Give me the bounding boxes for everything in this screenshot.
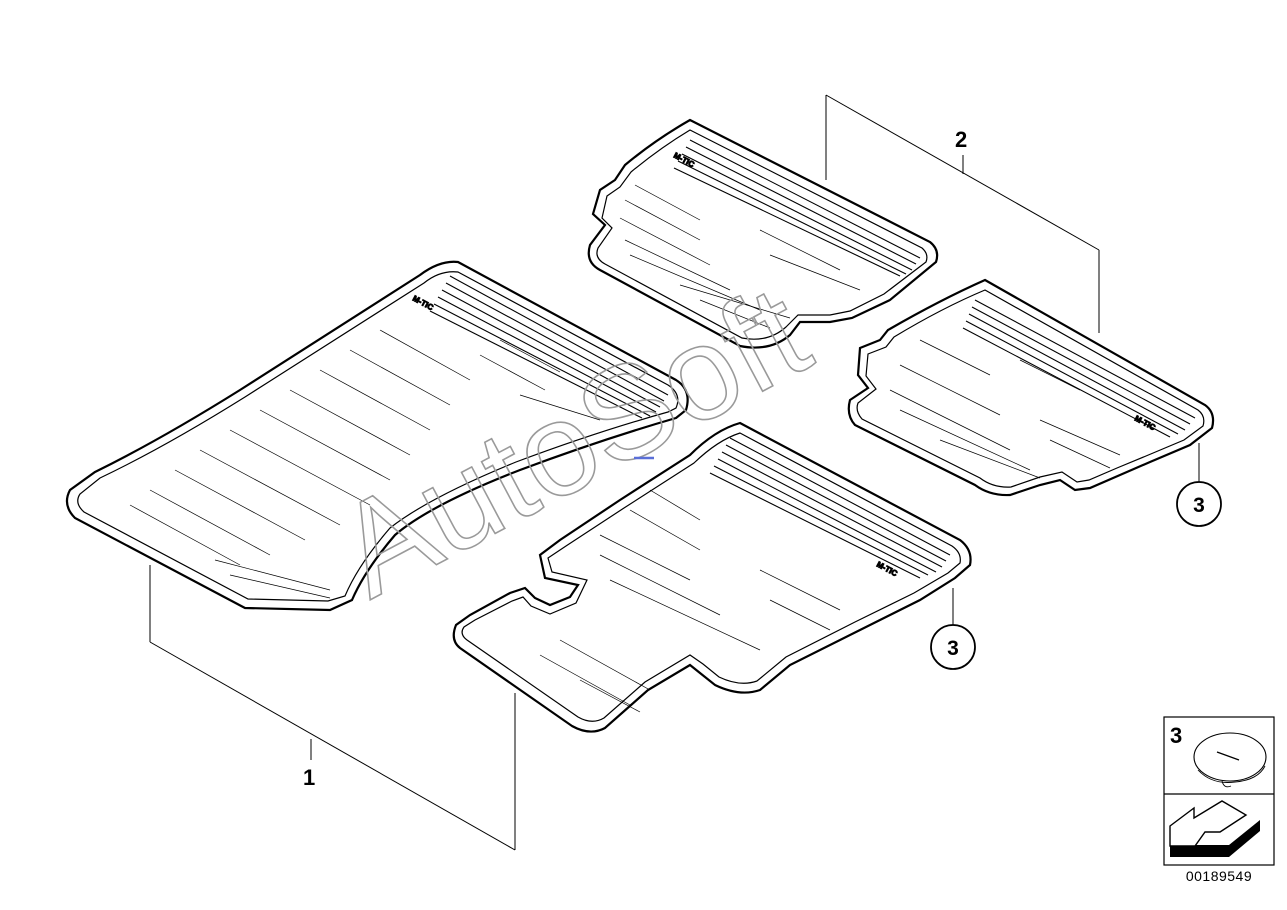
clip-part-icon bbox=[1193, 732, 1267, 788]
rear-left-mat: M-TIC bbox=[452, 421, 972, 733]
watermark-text: AutoSoft bbox=[314, 257, 830, 625]
callout-clip-a-label: 3 bbox=[1193, 494, 1205, 517]
legend-clip-number: 3 bbox=[1170, 723, 1182, 748]
diagram-number: 00189549 bbox=[1185, 868, 1253, 884]
callout-clip-badge-b[interactable]: 3 bbox=[930, 624, 976, 670]
mat-brand-label-front-left: M-TIC bbox=[411, 294, 435, 312]
callout-part-2[interactable]: 2 bbox=[955, 127, 967, 152]
legend-box: 3 bbox=[1163, 716, 1275, 866]
leader-lines-part-1 bbox=[149, 565, 516, 851]
mat-brand-label-rear-left: M-TIC bbox=[875, 560, 899, 578]
leader-lines-part-2 bbox=[825, 94, 1100, 333]
callout-clip-badge-a[interactable]: 3 bbox=[1176, 481, 1222, 527]
callout-clip-b-label: 3 bbox=[947, 637, 959, 660]
callout-part-1[interactable]: 1 bbox=[303, 765, 315, 790]
front-left-mat: M-TIC bbox=[65, 260, 689, 612]
rear-right-mat: M-TIC bbox=[847, 278, 1215, 497]
leader-lines-clips bbox=[952, 443, 1200, 625]
direction-arrow-icon bbox=[1169, 800, 1260, 857]
mat-brand-label-front-right: M-TIC bbox=[672, 151, 696, 169]
